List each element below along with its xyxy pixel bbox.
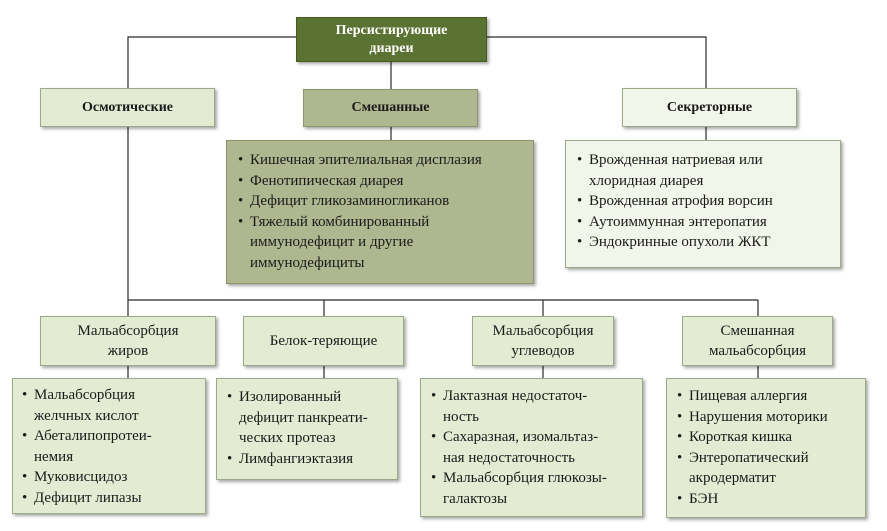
list-item: Короткая кишка — [676, 427, 861, 448]
category-osmotic-label: Осмотические — [81, 99, 174, 115]
subcategory-carb-label: Мальабсорбция углеводов — [492, 323, 594, 359]
list-item: Тяжелый комбинированный иммунодефицит и … — [237, 212, 527, 274]
subcategory-mixed-label: Смешанная мальабсорбция — [708, 323, 807, 359]
list-item: Дефицит липазы — [21, 488, 201, 509]
list-item: БЭН — [676, 489, 861, 510]
list-item: Муковисцидоз — [21, 467, 201, 488]
connector-root-osmotic — [127, 36, 296, 88]
list-item: Пищевая аллергия — [676, 386, 861, 407]
category-mixed-label: Смешанные — [351, 100, 430, 115]
protein-losing-list: Изолированный дефицит панкреати- ческих … — [216, 378, 398, 480]
list-item: Энтеропатический акродерматит — [676, 448, 861, 489]
subcategory-fat-malabsorption: Мальабсорбция жиров — [40, 316, 216, 366]
list-item: Мальабсорбция глюкозы- галактозы — [430, 468, 638, 509]
list-item: Сахаразная, изомальтаз- ная недостаточно… — [430, 427, 638, 468]
list-item: Эндокринные опухоли ЖКТ — [576, 232, 834, 253]
root-label: Персистирующие диареи — [335, 22, 448, 56]
subcategory-protein-label: Белок-теряющие — [269, 333, 378, 349]
list-item: Лимфангиэктазия — [226, 449, 393, 470]
carb-malabsorption-list: Лактазная недостаточ- ность Сахаразная, … — [420, 378, 643, 517]
list-item: Абеталипопротеи- немия — [21, 426, 201, 467]
category-mixed: Смешанные — [303, 89, 478, 127]
list-item: Лактазная недостаточ- ность — [430, 386, 638, 427]
subcategory-protein-losing: Белок-теряющие — [243, 316, 404, 366]
category-osmotic: Осмотические — [40, 88, 215, 127]
category-secretory-label: Секреторные — [666, 99, 753, 115]
list-item: Нарушения моторики — [676, 407, 861, 428]
secretory-causes-list: Врожденная натриевая или хлоридная диаре… — [565, 140, 841, 268]
list-item: Врожденная атрофия ворсин — [576, 191, 834, 212]
list-item: Дефицит гликозаминогликанов — [237, 191, 527, 212]
list-item: Аутоиммунная энтеропатия — [576, 212, 834, 233]
list-item: Врожденная натриевая или хлоридная диаре… — [576, 150, 834, 191]
list-item: Фенотипическая диарея — [237, 171, 527, 192]
subcategory-carb-malabsorption: Мальабсорбция углеводов — [472, 316, 614, 366]
list-item: Кишечная эпителиальная дисплазия — [237, 150, 527, 171]
mixed-malabsorption-list: Пищевая аллергия Нарушения моторики Коро… — [666, 378, 866, 518]
subcategory-fat-label: Мальабсорбция жиров — [77, 323, 179, 359]
list-item: Мальабсорбция желчных кислот — [21, 385, 201, 426]
subcategory-mixed-malabsorption: Смешанная мальабсорбция — [682, 316, 833, 366]
connector-root-secretory — [487, 36, 707, 88]
fat-malabsorption-list: Мальабсорбция желчных кислот Абеталипопр… — [12, 378, 206, 514]
list-item: Изолированный дефицит панкреати- ческих … — [226, 387, 393, 449]
mixed-causes-list: Кишечная эпителиальная дисплазия Фенотип… — [226, 140, 534, 284]
root-node: Персистирующие диареи — [296, 17, 487, 62]
category-secretory: Секреторные — [622, 88, 797, 127]
